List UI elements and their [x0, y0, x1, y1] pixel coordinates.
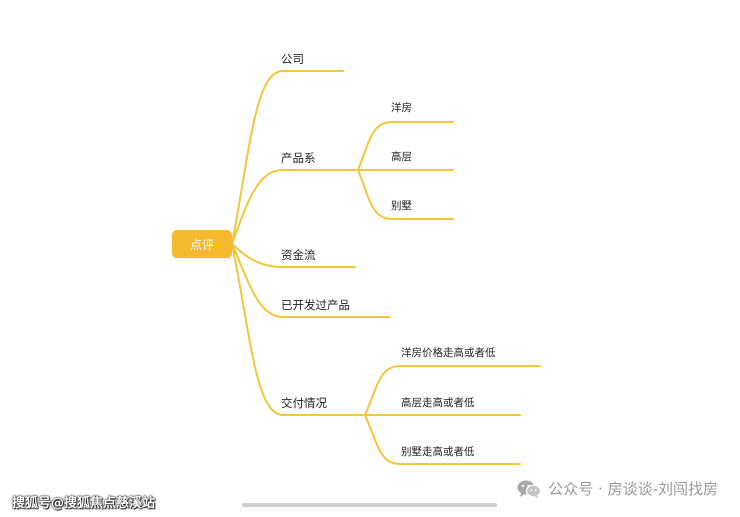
- root-node[interactable]: 点评: [172, 230, 232, 258]
- watermark-sohu: 搜狐号@搜狐焦点慈溪站: [12, 496, 156, 511]
- connector-villa-house: [357, 121, 454, 171]
- branch-company[interactable]: 公司: [281, 52, 304, 66]
- root-label: 点评: [189, 237, 214, 252]
- branch-capital-flow[interactable]: 资金流: [281, 248, 316, 262]
- leaf-villa-house[interactable]: 洋房: [391, 102, 412, 114]
- leaf-high-rise-price[interactable]: 高层走高或者低: [401, 397, 475, 409]
- leaf-villa-house-price[interactable]: 洋房价格走高或者低: [401, 347, 496, 359]
- leaf-villa[interactable]: 别墅: [391, 200, 412, 212]
- connector-villa-price: [364, 414, 521, 465]
- wechat-icon: [516, 479, 542, 499]
- connector-product-series: [231, 169, 359, 245]
- leaf-villa-price[interactable]: 别墅走高或者低: [401, 446, 475, 458]
- watermark-right-text: 公众号 · 房谈谈-刘闯找房: [548, 480, 718, 498]
- branch-product-series[interactable]: 产品系: [281, 151, 316, 165]
- connector-delivery: [231, 243, 366, 416]
- connector-developed-products: [231, 243, 391, 318]
- connector-villa: [357, 169, 454, 220]
- connector-villa-house-price: [364, 365, 541, 416]
- home-indicator[interactable]: [242, 503, 497, 507]
- watermark-wechat: 公众号 · 房谈谈-刘闯找房: [516, 478, 718, 499]
- leaf-high-rise[interactable]: 高层: [391, 151, 412, 163]
- branch-developed-products[interactable]: 已开发过产品: [281, 298, 350, 312]
- connector-company: [231, 70, 344, 245]
- branch-delivery[interactable]: 交付情况: [281, 396, 327, 410]
- connector-capital-flow: [231, 243, 356, 268]
